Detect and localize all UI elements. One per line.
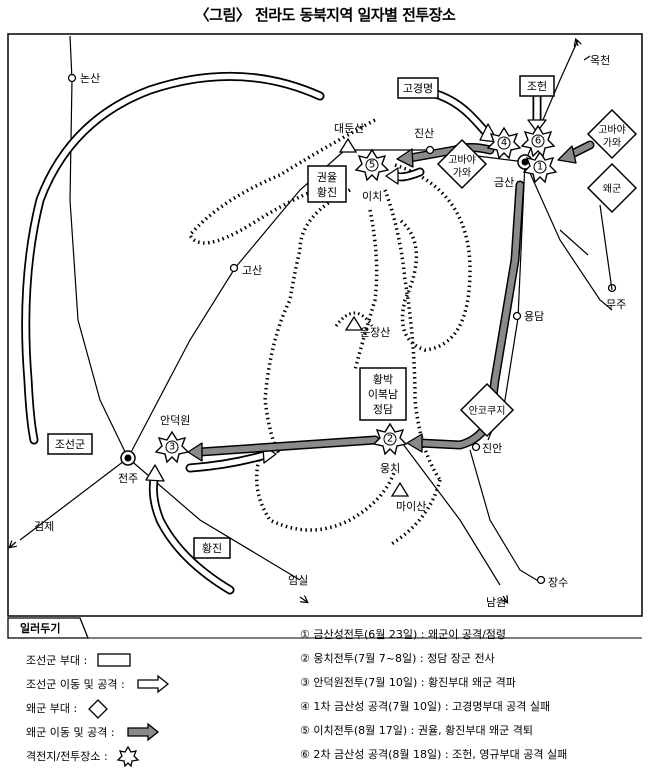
label-muju: 무주 <box>606 298 626 311</box>
unit-ankokuji: 안코쿠지 <box>469 405 506 417</box>
label-nonsan: 논산 <box>80 72 100 85</box>
jinsan-town-icon <box>425 145 435 155</box>
legend-japanese-move: 왜군 이동 및 공격 : <box>26 726 115 739</box>
legend-joseon-move: 조선군 이동 및 공격 : <box>26 678 125 691</box>
label-namwon: 남원 <box>486 596 506 609</box>
event-list: ① 금산성전투(6월 23일) : 왜군이 공격/점령 ② 웅치전투(7월 7~… <box>300 627 567 761</box>
legend-battle-icon <box>116 745 140 768</box>
legend: 일러두기 조선군 부대 : 조선군 이동 및 공격 : 왜군 부대 : 왜군 이… <box>7 617 642 768</box>
unit-hwangbak-3: 정담 <box>373 403 393 416</box>
label-okcheon: 옥천 <box>590 53 610 67</box>
unit-kobayakawa-2-a: 고바야 <box>598 124 626 136</box>
unit-box-go-gyeongmyeong <box>397 77 439 99</box>
event-3: ③ 안덕원전투(7월 10일) : 황진부대 왜군 격파 <box>300 675 516 689</box>
maisan-peak-icon <box>390 481 410 497</box>
unjangsan-peak-icon <box>344 315 364 331</box>
unit-gwonyul-2: 황진 <box>317 186 337 199</box>
gosan-town-icon <box>229 263 239 273</box>
unit-box-joheon <box>519 75 555 97</box>
unit-box-gwonyul <box>307 165 347 203</box>
label-geumsan: 금산 <box>494 176 514 189</box>
legend-joseon-unit-icon <box>97 653 131 667</box>
japanese-units: 고바야 가와 고바야 가와 왜군 안코쿠지 <box>436 108 638 438</box>
jinan-town-icon <box>471 442 481 452</box>
label-jinsan: 진산 <box>414 127 434 140</box>
map-frame <box>7 33 643 617</box>
jangsu-town-icon <box>536 575 546 585</box>
unit-gwonyul-1: 권율 <box>317 171 337 184</box>
direction-arrows <box>10 40 591 602</box>
label-jangsu: 장수 <box>548 576 568 589</box>
unit-hwangbak-2: 이복남 <box>368 388 398 401</box>
battle-number-6: 6 <box>535 136 541 147</box>
battle-number-2: 2 <box>387 434 393 445</box>
unit-kobayakawa-2-b: 가와 <box>603 137 621 149</box>
legend-title: 일러두기 <box>20 621 60 635</box>
battle-number-5: 5 <box>369 160 375 171</box>
unit-waegun: 왜군 <box>603 183 621 195</box>
label-imsil: 임실 <box>288 574 308 587</box>
unit-kobayakawa-1-b: 가와 <box>453 167 471 179</box>
mountain-ridges <box>187 118 472 547</box>
event-2: ② 웅치전투(7월 7~8일) : 정담 장군 전사 <box>300 651 495 665</box>
label-gosan: 고산 <box>242 264 262 277</box>
battle-number-4: 4 <box>501 138 507 149</box>
joseon-units: 고경명 조헌 권율 황진 황박 이복남 정담 조선군 황진 <box>47 75 555 559</box>
label-daedunsan: 대둔산 <box>334 122 364 135</box>
unit-joheon: 조헌 <box>527 80 547 93</box>
unit-diamond-kobayakawa-1 <box>436 138 488 190</box>
place-labels: 논산 옥천 대둔산 진산 이치 금산 고산 운장산 용담 무주 안덕원 전주 김… <box>34 53 626 609</box>
battle-number-3: 3 <box>169 442 175 453</box>
unit-hwangjin: 황진 <box>202 542 222 555</box>
joseon-army-movements <box>21 71 542 595</box>
legend-japanese-unit-icon <box>88 699 108 719</box>
page-title: 〈그림〉 전라도 동북지역 일자별 전투장소 <box>194 6 456 24</box>
towns <box>67 73 617 585</box>
unit-diamond-kobayakawa-2 <box>586 108 638 160</box>
unit-kobayakawa-1-a: 고바야 <box>448 154 476 166</box>
event-4: ④ 1차 금산성 공격(7월 10일) : 고경명부대 공격 실패 <box>300 699 550 713</box>
battle-numbers: 1 2 3 4 5 6 <box>165 134 547 454</box>
japanese-arrowheads <box>187 145 577 462</box>
label-yongdam: 용담 <box>524 310 544 323</box>
label-andeokwon: 안덕원 <box>160 414 190 427</box>
label-ungchi: 웅치 <box>380 462 400 475</box>
label-maisan: 마이산 <box>396 500 426 513</box>
legend-japanese-move-icon <box>127 722 160 742</box>
yongdam-town-icon <box>512 311 522 321</box>
battle-number-1: 1 <box>537 162 543 173</box>
unit-box-hwangjin <box>193 537 231 559</box>
legend-battle: 격전지/전투장소 : <box>26 750 108 763</box>
unit-joseongun: 조선군 <box>55 438 85 451</box>
label-unjangsan: 운장산 <box>360 326 390 339</box>
daedunsan-peak-icon <box>338 137 358 153</box>
unit-diamond-ankokuji <box>459 382 515 438</box>
event-1: ① 금산성전투(6월 23일) : 왜군이 공격/점령 <box>300 627 506 641</box>
event-5: ⑤ 이치전투(8월 17일) : 권율, 황진부대 왜군 격퇴 <box>300 723 533 737</box>
label-ichi: 이치 <box>362 190 382 203</box>
unit-box-joseongun <box>47 433 93 455</box>
event-6: ⑥ 2차 금산성 공격(8월 18일) : 조헌, 영규부대 공격 실패 <box>300 747 567 761</box>
unit-box-hwangbak <box>359 367 407 421</box>
label-jeonju: 전주 <box>118 472 138 485</box>
nonsan-town-icon <box>67 73 77 83</box>
mountain-peaks <box>334 137 410 497</box>
unit-hwangbak-1: 황박 <box>373 373 393 386</box>
label-gimje: 김제 <box>34 520 54 533</box>
legend-joseon-unit: 조선군 부대 : <box>26 654 87 667</box>
legend-joseon-move-icon <box>137 674 170 694</box>
label-jinan: 진안 <box>482 442 502 455</box>
legend-japanese-unit: 왜군 부대 : <box>26 702 77 715</box>
unit-go-gyeongmyeong: 고경명 <box>403 82 433 95</box>
unit-diamond-waegun <box>586 162 638 214</box>
